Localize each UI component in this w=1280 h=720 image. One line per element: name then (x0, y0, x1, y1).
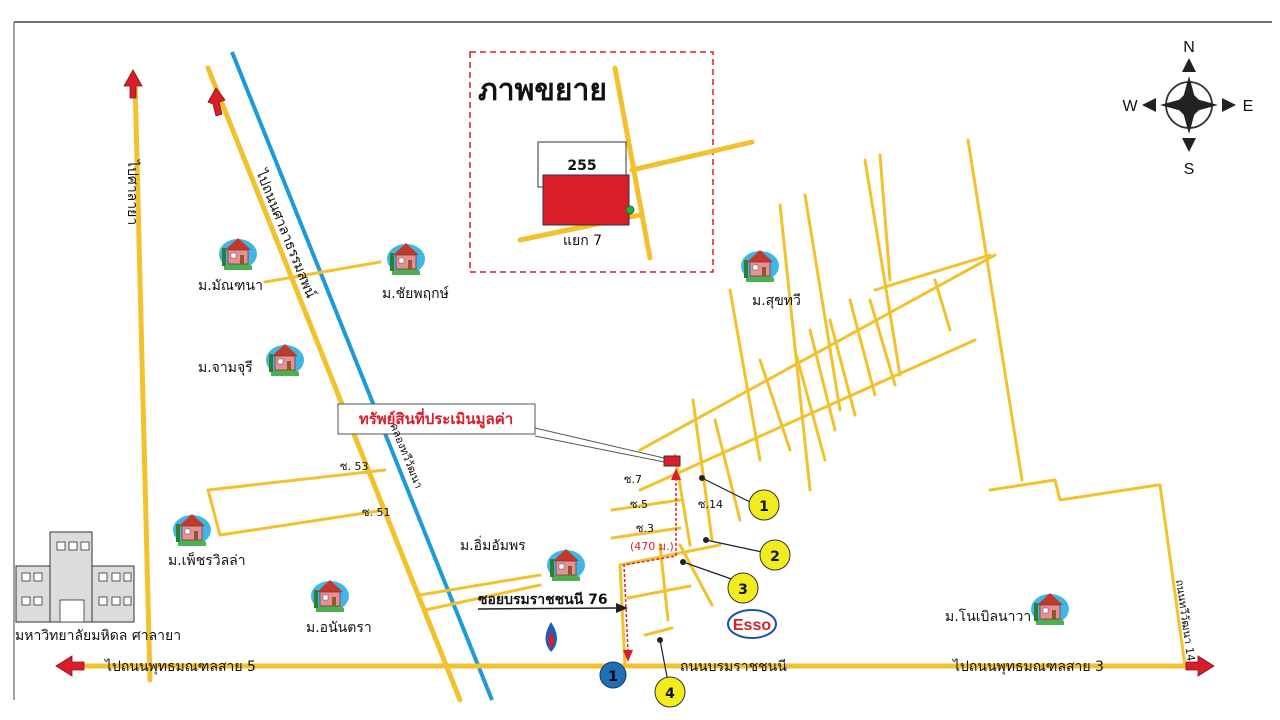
label-soi-5: ซ.5 (630, 498, 648, 511)
house-icon (310, 579, 350, 613)
ptt-logo-icon (545, 622, 557, 652)
village-ananta: ม.อนันตรา (306, 620, 372, 636)
marker-4: 4 (665, 686, 675, 702)
arrow-right-main-road (1185, 655, 1215, 677)
inset-junction-label: แยก 7 (563, 233, 602, 249)
label-right-edge-road: ถนนทวีวัฒนา 14 (1173, 579, 1197, 662)
roads-property-network (610, 138, 1160, 667)
marker-1: 1 (759, 499, 769, 515)
blue-marker-1: 1 (608, 669, 618, 685)
compass-s: S (1184, 161, 1195, 178)
village-montana: ม.มัณฑนา (198, 278, 263, 294)
village-jamjuree: ม.จามจุรี (198, 360, 253, 376)
label-soi-3: ซ.3 (636, 522, 654, 535)
label-soi-51: ซ. 51 (362, 506, 390, 519)
canal-line (230, 51, 494, 701)
direction-arrows (55, 69, 1215, 677)
property-callout-box (337, 403, 536, 435)
house-icon (386, 242, 426, 276)
marker-2: 2 (770, 549, 780, 565)
property-marker[interactable] (663, 455, 681, 467)
village-chaiyapruk: ม.ชัยพฤกษ์ (382, 285, 449, 302)
house-icon (218, 237, 258, 271)
village-petchvilla: ม.เพ็ชรวิลล่า (168, 551, 246, 569)
village-noblenawa: ม.โนเบิลนาวา (945, 608, 1031, 625)
esso-logo-icon: Esso (727, 609, 777, 639)
label-soi-76: ซอยบรมราชชนนี 76 (478, 592, 608, 608)
label-to-phutthamonthon-3: ไปถนนพุทธมณฑลสาย 3 (952, 658, 1104, 675)
house-icon (172, 513, 212, 547)
compass-w: W (1122, 98, 1138, 115)
inset-plot-number: 255 (567, 158, 596, 174)
university-building-icon (15, 531, 135, 623)
route-arrow-down (623, 650, 633, 662)
village-imumporn: ม.อิ่มอัมพร (460, 536, 526, 554)
label-distance: (470 ม.) (630, 540, 674, 553)
label-soi-53: ซ. 53 (340, 460, 368, 473)
property-callout-text: ทรัพย์สินที่ประเมินมูลค่า (359, 408, 513, 429)
compass-e: E (1243, 98, 1254, 115)
inset-panel: ภาพขยาย 255 แยก 7 (469, 51, 755, 273)
label-soi-7: ซ.7 (624, 473, 642, 486)
marker-3: 3 (738, 582, 748, 598)
compass-rose: N S W E (1122, 39, 1253, 178)
arrow-left-main-road (55, 655, 85, 677)
label-to-sala-ya: ไปศาลายา (124, 159, 141, 225)
arrow-up-diagonal-road (207, 87, 226, 117)
university-label: มหาวิทยาลัยมหิดล ศาลายา (15, 628, 181, 644)
inset-point (625, 205, 635, 215)
label-borommaratchachonnani: ถนนบรมราชชนนี (680, 659, 787, 675)
village-suktawee: ม.สุขทวี (752, 293, 801, 309)
inset-title: ภาพขยาย (478, 73, 607, 108)
house-icon (1030, 592, 1070, 626)
roads-local (206, 260, 542, 612)
house-icon (265, 343, 305, 377)
house-icon (546, 548, 586, 582)
compass-n: N (1183, 39, 1195, 56)
roads-main (57, 51, 1208, 703)
route-arrow-up (671, 468, 681, 480)
label-to-phutthamonthon-5: ไปถนนพุทธมณฑลสาย 5 (104, 658, 256, 675)
esso-label: Esso (733, 617, 771, 634)
numbered-markers: 1 2 3 4 1 (599, 475, 791, 708)
label-soi-14: ซ.14 (698, 498, 723, 511)
arrow-up-left-road (123, 69, 143, 99)
house-icon (740, 249, 780, 283)
